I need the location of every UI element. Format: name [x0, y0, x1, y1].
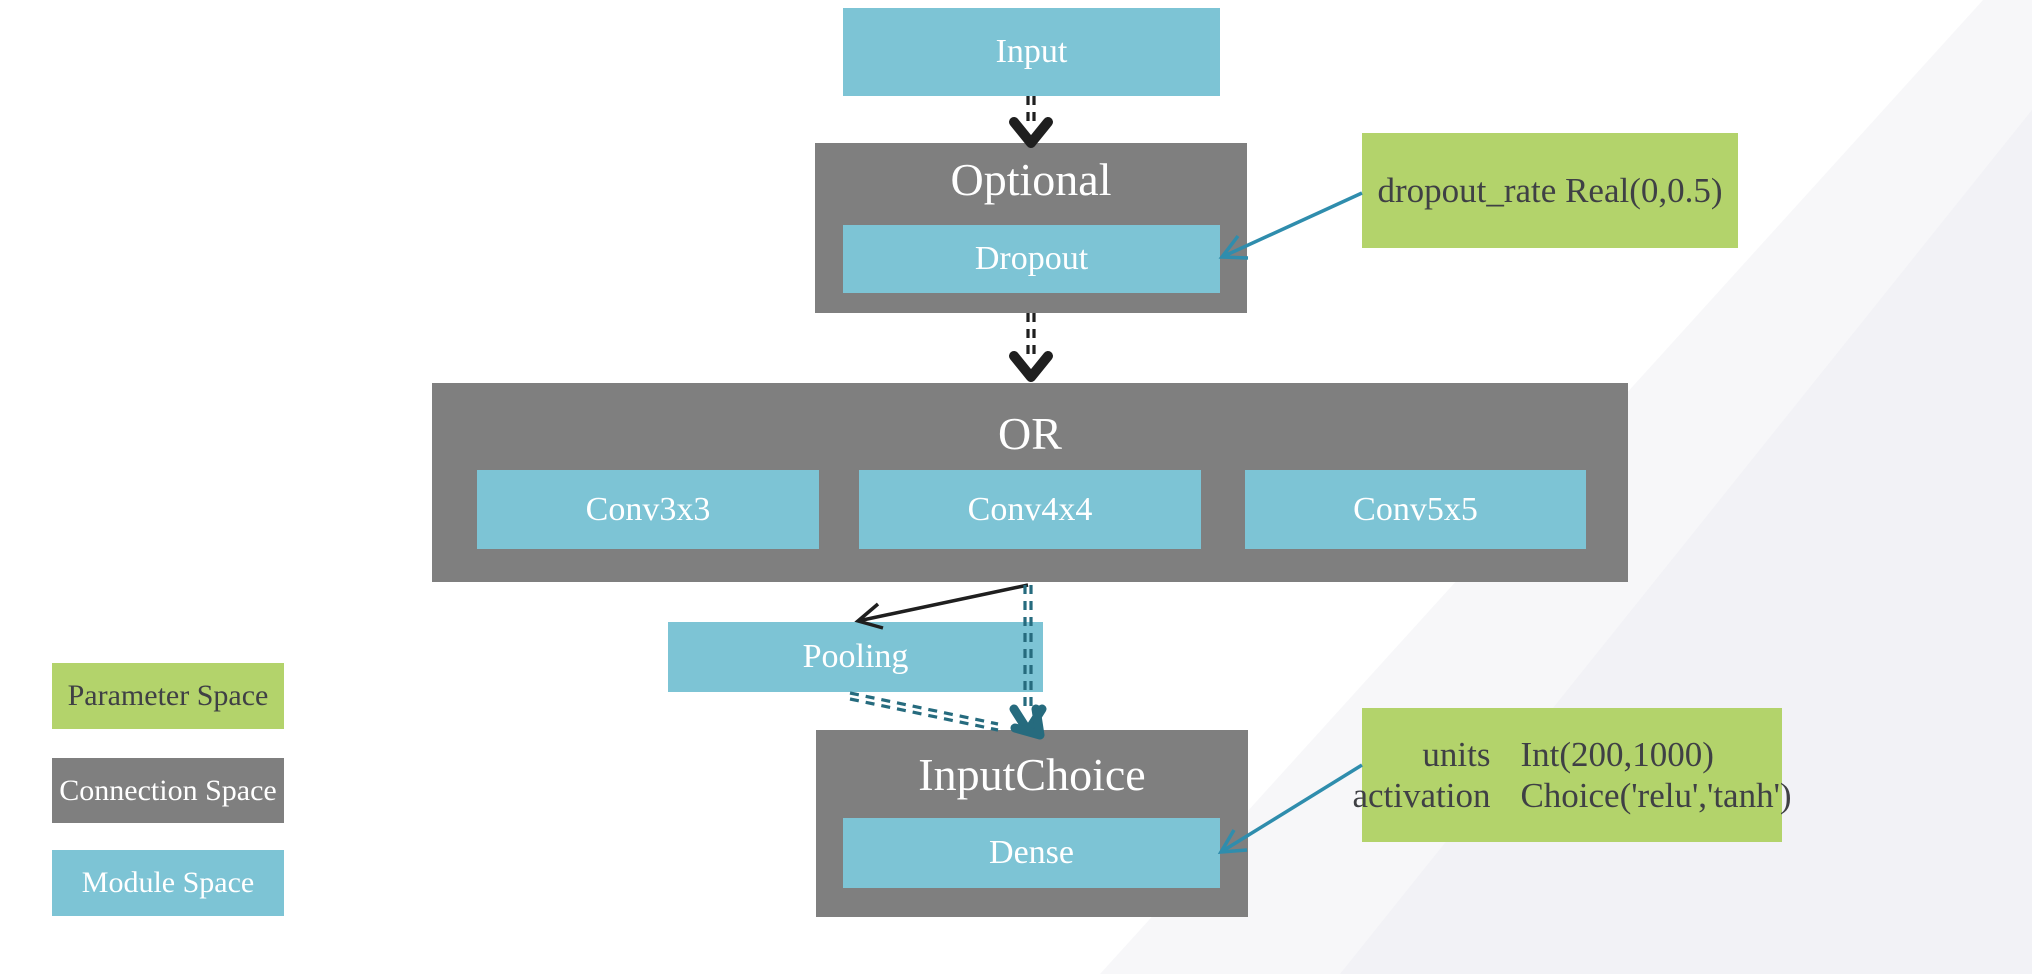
param-dense-value-activation: Choice('relu','tanh') [1520, 776, 1792, 815]
legend-connection-space: Connection Space [52, 758, 284, 823]
node-conv5x5: Conv5x5 [1245, 470, 1586, 549]
node-conv3x3: Conv3x3 [477, 470, 819, 549]
node-dropout: Dropout [843, 225, 1220, 293]
param-dense-table: units Int(200,1000) activation Choice('r… [1352, 734, 1791, 817]
legend-parameter-space: Parameter Space [52, 663, 284, 729]
param-dense-value-units: Int(200,1000) [1520, 734, 1714, 774]
node-or: OR Conv3x3 Conv4x4 Conv5x5 [432, 383, 1628, 582]
legend-module-space: Module Space [52, 850, 284, 916]
node-or-title: OR [998, 408, 1062, 459]
node-pooling-label: Pooling [802, 638, 909, 675]
node-optional: Optional Dropout [815, 143, 1247, 313]
node-inputchoice-title: InputChoice [918, 749, 1146, 800]
node-pooling: Pooling [668, 622, 1043, 692]
node-conv4x4: Conv4x4 [859, 470, 1201, 549]
node-dense-label: Dense [989, 834, 1074, 871]
legend-parameter-label: Parameter Space [67, 679, 269, 712]
node-optional-title: Optional [950, 154, 1112, 205]
param-dropout-text: dropout_rate Real(0,0.5) [1377, 170, 1723, 210]
node-dropout-label: Dropout [974, 240, 1089, 277]
node-inputchoice: InputChoice Dense [816, 730, 1248, 917]
param-box-dense: units Int(200,1000) activation Choice('r… [1352, 708, 1792, 842]
param-box-dropout: dropout_rate Real(0,0.5) [1362, 133, 1738, 248]
node-conv3x3-label: Conv3x3 [585, 490, 711, 528]
node-dense: Dense [843, 818, 1220, 888]
legend-connection-label: Connection Space [59, 773, 277, 807]
param-dense-key-units: units [1422, 734, 1491, 774]
legend-module-label: Module Space [81, 866, 255, 899]
node-input-label: Input [995, 33, 1068, 70]
param-dense-key-activation: activation [1352, 776, 1491, 815]
node-conv5x5-label: Conv5x5 [1353, 490, 1478, 528]
node-conv4x4-label: Conv4x4 [967, 490, 1093, 528]
node-input: Input [843, 8, 1220, 96]
